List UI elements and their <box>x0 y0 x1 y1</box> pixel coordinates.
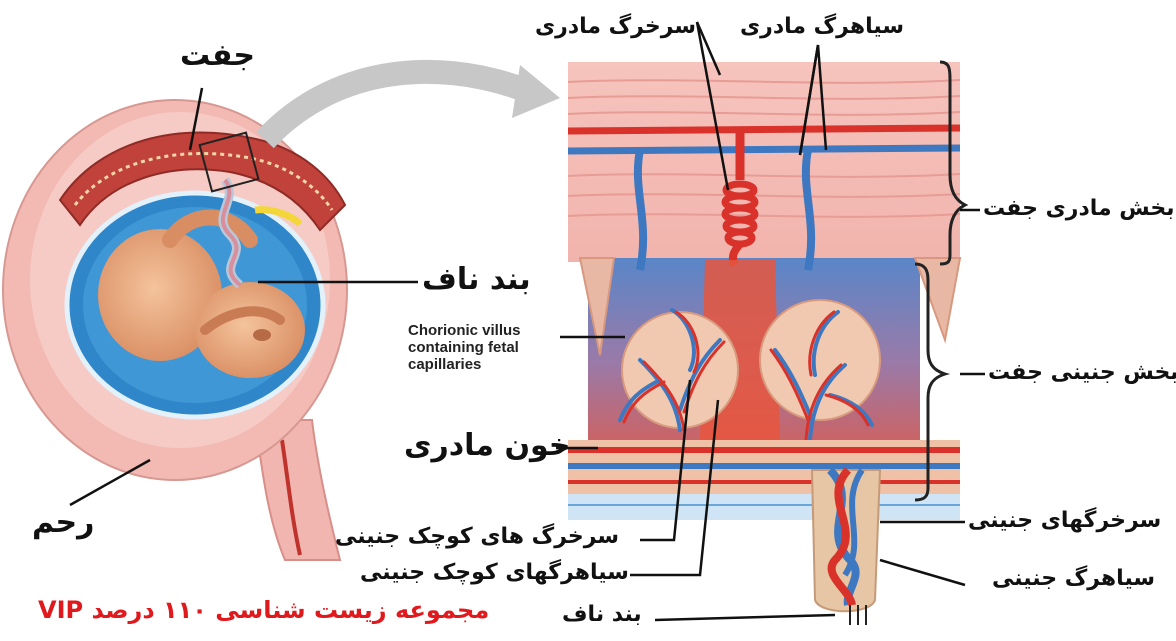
umbilical-cord-label: بند ناف <box>422 262 531 297</box>
chorionic-villus-line-1: Chorionic villus <box>408 322 521 339</box>
zoom-arrow <box>265 72 525 140</box>
uterus-illustration <box>3 100 347 560</box>
maternal-vein-label: سیاهرگ مادری <box>740 14 904 39</box>
maternal-part-label: بخش مادری جفت <box>983 196 1175 221</box>
placenta-section <box>568 62 960 625</box>
fetal-vein-label: سیاهرگ جنینی <box>992 566 1155 591</box>
fetal-venules-label: سیاهرگهای کوچک جنینی <box>360 560 629 585</box>
umbilical-cord-bottom-label: بند ناف <box>562 602 642 627</box>
maternal-blood-label: خون مادری <box>404 428 570 463</box>
fetal-arterioles-label: سرخرگ های کوچک جنینی <box>335 524 619 549</box>
fetal-part-label: بخش جنینی جفت <box>988 360 1176 385</box>
watermark: مجموعه زیست شناسی ۱۱۰ درصد VIP <box>38 596 489 624</box>
chorionic-villus-label: Chorionic villus containing fetal capill… <box>408 322 521 373</box>
placenta-label: جفت <box>180 38 255 73</box>
maternal-artery-label: سرخرگ مادری <box>535 14 696 39</box>
fetal-arteries-label: سرخرگهای جنینی <box>968 508 1161 533</box>
chorionic-villus-line-2: containing fetal <box>408 339 521 356</box>
maternal-artery-vessel <box>568 128 960 131</box>
chorionic-villus-line-3: capillaries <box>408 356 521 373</box>
maternal-vein-vessel <box>568 148 960 151</box>
uterus-label: رحم <box>32 505 94 540</box>
